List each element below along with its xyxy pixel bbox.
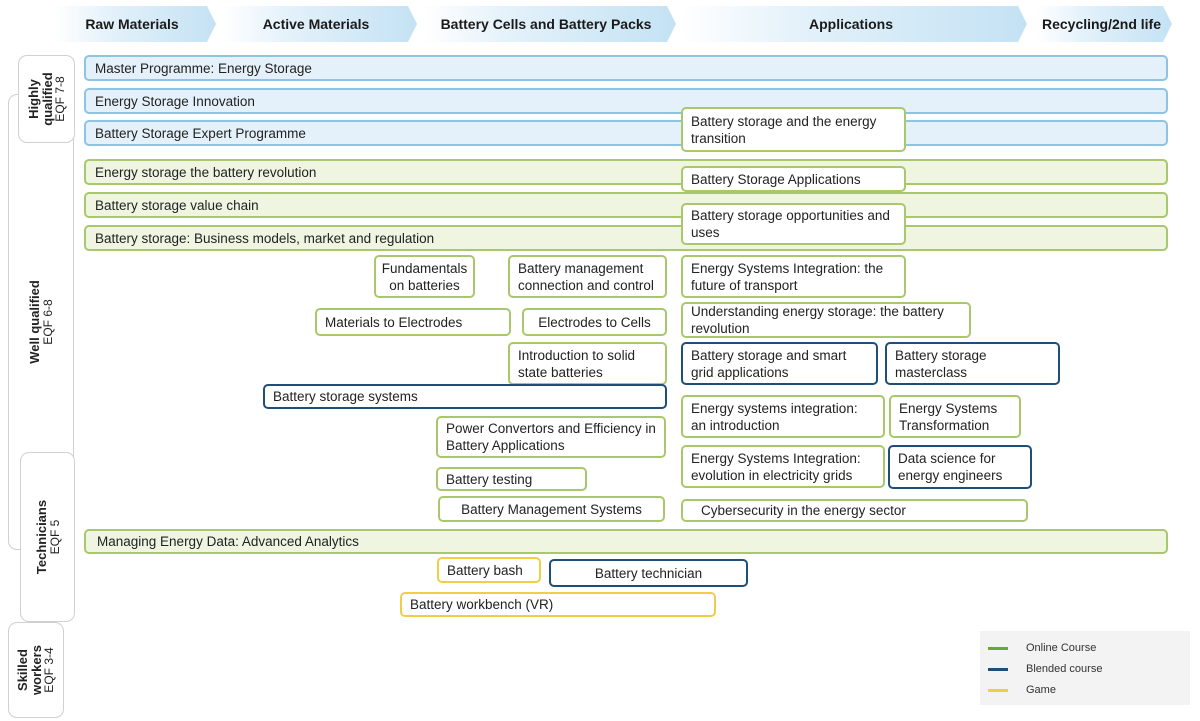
course-fundamentals-on-batteries[interactable]: Fundamentals on batteries [374,255,475,298]
course-battery-management-systems[interactable]: Battery Management Systems [438,496,665,522]
course-battery-storage-applications[interactable]: Battery Storage Applications [681,166,906,192]
course-battery-testing[interactable]: Battery testing [436,467,587,491]
course-battery-storage-value-chain[interactable]: Battery storage value chain [84,192,1168,218]
course-battery-storage-expert-programme[interactable]: Battery Storage Expert Programme [84,120,1168,146]
course-battery-storage-opportunities-uses[interactable]: Battery storage opportunities and uses [681,203,906,245]
course-intro-solid-state-batteries[interactable]: Introduction to solid state batteries [508,342,667,385]
course-energy-storage-innovation[interactable]: Energy Storage Innovation [84,88,1168,114]
course-battery-workbench-vr[interactable]: Battery workbench (VR) [400,592,716,617]
course-battery-storage-masterclass[interactable]: Battery storage masterclass [885,342,1060,385]
legend: Online Course Blended course Game [980,631,1190,705]
course-esi-future-of-transport[interactable]: Energy Systems Integration: the future o… [681,255,906,298]
course-energy-systems-transformation[interactable]: Energy Systems Transformation [889,395,1021,438]
course-data-science-energy-engineers[interactable]: Data science for energy engineers [888,445,1032,489]
course-battery-bash[interactable]: Battery bash [437,557,541,583]
course-cybersecurity-energy-sector[interactable]: Cybersecurity in the energy sector [681,499,1028,522]
course-power-convertors-efficiency[interactable]: Power Convertors and Efficiency in Batte… [436,416,666,458]
stage-battery-cells-packs: Battery Cells and Battery Packs [422,6,676,42]
legend-item-online: Online Course [988,642,1096,654]
course-battery-storage-smart-grid[interactable]: Battery storage and smart grid applicati… [681,342,878,385]
course-battery-storage-business-models[interactable]: Battery storage: Business models, market… [84,225,1168,251]
course-understanding-energy-storage[interactable]: Understanding energy storage: the batter… [681,302,971,338]
course-managing-energy-data[interactable]: Managing Energy Data: Advanced Analytics [84,529,1168,554]
course-battery-technician[interactable]: Battery technician [549,559,748,587]
stage-applications: Applications [681,6,1027,42]
stage-active-materials: Active Materials [221,6,417,42]
legend-swatch-game [988,688,1008,692]
course-master-programme-energy-storage[interactable]: Master Programme: Energy Storage [84,55,1168,81]
legend-item-game: Game [988,684,1056,696]
course-electrodes-to-cells[interactable]: Electrodes to Cells [522,308,667,336]
course-esi-introduction[interactable]: Energy systems integration: an introduct… [681,395,885,438]
legend-swatch-online [988,646,1008,650]
stage-raw-materials: Raw Materials [54,6,216,42]
course-battery-storage-systems[interactable]: Battery storage systems [263,384,667,409]
legend-swatch-blended [988,667,1008,671]
course-esi-electricity-grids[interactable]: Energy Systems Integration: evolution in… [681,445,885,488]
legend-item-blended: Blended course [988,663,1102,675]
course-energy-storage-battery-revolution[interactable]: Energy storage the battery revolution [84,159,1168,185]
course-materials-to-electrodes[interactable]: Materials to Electrodes [315,308,511,336]
course-battery-management-connection-control[interactable]: Battery management connection and contro… [508,255,667,298]
course-battery-storage-energy-transition[interactable]: Battery storage and the energy transitio… [681,107,906,152]
stage-recycling: Recycling/2nd life [1037,6,1172,42]
